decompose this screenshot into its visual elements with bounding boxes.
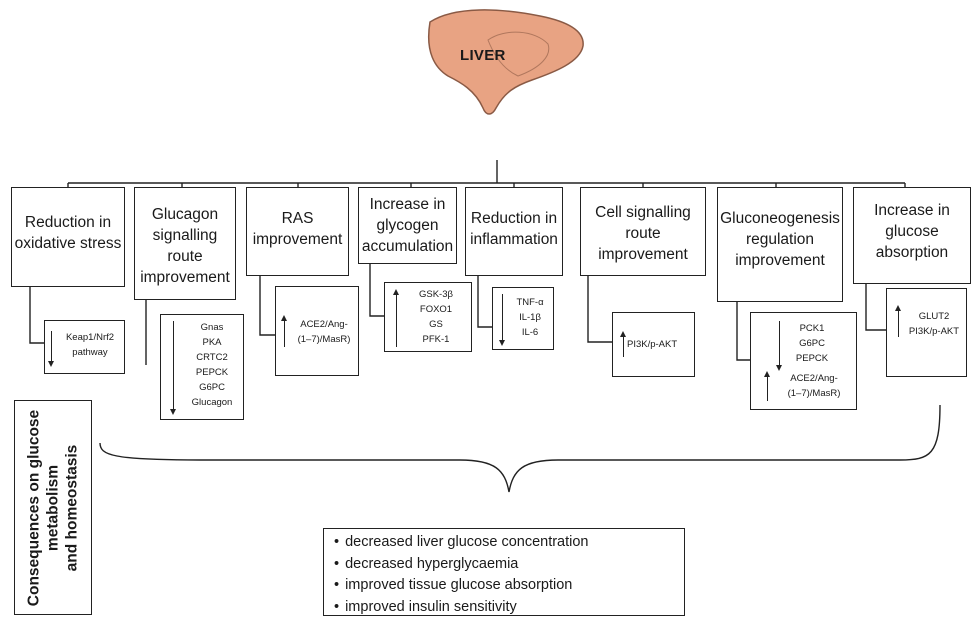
marker-label: (1–7)/MasR) bbox=[297, 334, 351, 345]
consequences-list-box: decreased liver glucose concentration de… bbox=[323, 528, 685, 616]
category-glucagon-signalling: Glucagon signalling route improvement bbox=[134, 187, 236, 300]
category-line: Gluconeogenesis bbox=[720, 210, 840, 227]
arrow-down-icon bbox=[499, 294, 505, 346]
marker-box-oxidative-stress: Keap1/Nrf2 pathway bbox=[44, 320, 125, 374]
category-oxidative-stress: Reduction in oxidative stress bbox=[11, 187, 125, 287]
category-line: accumulation bbox=[361, 238, 454, 255]
marker-label: CRTC2 bbox=[196, 352, 228, 363]
arrow-up-icon bbox=[393, 289, 399, 347]
category-line: Increase in bbox=[874, 202, 950, 219]
category-line: regulation bbox=[745, 231, 815, 248]
marker-label: ACE2/Ang- bbox=[300, 319, 348, 330]
marker-box-cell-signalling: PI3K/p-AKT bbox=[612, 312, 695, 377]
category-glycogen-accumulation: Increase in glycogen accumulation bbox=[358, 187, 457, 264]
marker-label: G6PC bbox=[799, 338, 825, 349]
arrow-up-icon bbox=[895, 305, 901, 337]
category-gluconeogenesis: Gluconeogenesis regulation improvement bbox=[717, 187, 843, 302]
category-line: improvement bbox=[598, 246, 688, 263]
category-line: Glucagon bbox=[151, 206, 219, 223]
marker-label: Keap1/Nrf2 bbox=[65, 332, 115, 343]
marker-box-glucose-absorption: GLUT2 PI3K/p-AKT bbox=[886, 288, 967, 377]
marker-label: PEPCK bbox=[795, 353, 829, 364]
marker-box-gluconeogenesis: PCK1 G6PC PEPCK ACE2/Ang- (1–7)/MasR) bbox=[750, 312, 857, 410]
category-ras-improvement: RAS improvement bbox=[246, 187, 349, 276]
arrow-down-icon bbox=[776, 321, 782, 371]
marker-label: (1–7)/MasR) bbox=[787, 388, 841, 399]
marker-label: GS bbox=[429, 319, 443, 330]
consequences-list: decreased liver glucose concentration de… bbox=[334, 532, 684, 618]
marker-label: PFK-1 bbox=[422, 334, 450, 345]
liver-illustration bbox=[428, 9, 584, 115]
marker-label: IL-1β bbox=[519, 312, 541, 323]
category-line: improvement bbox=[252, 231, 343, 248]
category-line: route bbox=[625, 225, 661, 242]
marker-box-ras: ACE2/Ang- (1–7)/MasR) bbox=[275, 286, 359, 376]
consequences-title-line: and homeostasis bbox=[63, 444, 81, 571]
category-line: glucose bbox=[885, 223, 939, 240]
marker-box-inflammation: TNF-α IL-1β IL-6 bbox=[492, 287, 554, 350]
marker-label: PI3K/p-AKT bbox=[908, 326, 960, 337]
category-cell-signalling: Cell signalling route improvement bbox=[580, 187, 706, 276]
marker-label: pathway bbox=[72, 347, 108, 358]
arrow-up-icon bbox=[620, 331, 626, 357]
marker-label: ACE2/Ang- bbox=[790, 373, 838, 384]
category-line: RAS bbox=[281, 210, 314, 227]
marker-label: Gnas bbox=[200, 322, 224, 333]
category-line: signalling bbox=[152, 227, 218, 244]
consequence-item: decreased hyperglycaemia bbox=[334, 554, 684, 576]
marker-label: GLUT2 bbox=[918, 311, 950, 322]
consequence-item: decreased liver glucose concentration bbox=[334, 532, 684, 554]
consequences-title-box: Consequences on glucose metabolism and h… bbox=[14, 400, 92, 615]
liver-label: LIVER bbox=[460, 47, 506, 64]
liver-lobe bbox=[487, 31, 550, 77]
category-line: Increase in bbox=[369, 196, 446, 213]
arrow-up-icon bbox=[281, 315, 287, 347]
category-line: oxidative stress bbox=[14, 235, 122, 252]
arrow-up-icon bbox=[764, 371, 770, 401]
marker-box-glycogen: GSK-3β FOXO1 GS PFK-1 bbox=[384, 282, 472, 352]
marker-label: G6PC bbox=[199, 382, 225, 393]
marker-label: PKA bbox=[202, 337, 222, 348]
category-line: absorption bbox=[875, 244, 949, 261]
category-line: inflammation bbox=[470, 231, 558, 248]
consequence-item: improved insulin sensitivity bbox=[334, 597, 684, 619]
category-line: glycogen bbox=[376, 217, 439, 234]
consequences-title-line: metabolism bbox=[44, 464, 62, 551]
arrow-down-icon bbox=[48, 331, 54, 367]
marker-label: PCK1 bbox=[799, 323, 825, 334]
category-inflammation: Reduction in inflammation bbox=[465, 187, 563, 276]
marker-label: TNF-α bbox=[516, 297, 544, 308]
marker-label: FOXO1 bbox=[419, 304, 453, 315]
marker-label: PI3K/p-AKT bbox=[627, 339, 678, 350]
category-line: improvement bbox=[140, 269, 230, 286]
category-line: route bbox=[167, 248, 203, 265]
consequences-title: Consequences on glucose metabolism and h… bbox=[25, 400, 82, 615]
marker-label: PEPCK bbox=[195, 367, 229, 378]
arrow-down-icon bbox=[170, 321, 176, 415]
category-line: improvement bbox=[735, 252, 825, 269]
category-line: Cell signalling bbox=[595, 204, 691, 221]
category-line: Reduction in bbox=[24, 214, 112, 231]
marker-label: Glucagon bbox=[191, 397, 233, 408]
category-glucose-absorption: Increase in glucose absorption bbox=[853, 187, 971, 284]
liver-shape bbox=[428, 9, 584, 115]
marker-label: IL-6 bbox=[521, 327, 539, 338]
marker-label: GSK-3β bbox=[419, 289, 453, 300]
consequence-item: improved tissue glucose absorption bbox=[334, 575, 684, 597]
consequences-title-line: Consequences on glucose bbox=[25, 409, 43, 606]
category-line: Reduction in bbox=[470, 210, 558, 227]
marker-box-glucagon: Gnas PKA CRTC2 PEPCK G6PC Glucagon bbox=[160, 314, 244, 420]
